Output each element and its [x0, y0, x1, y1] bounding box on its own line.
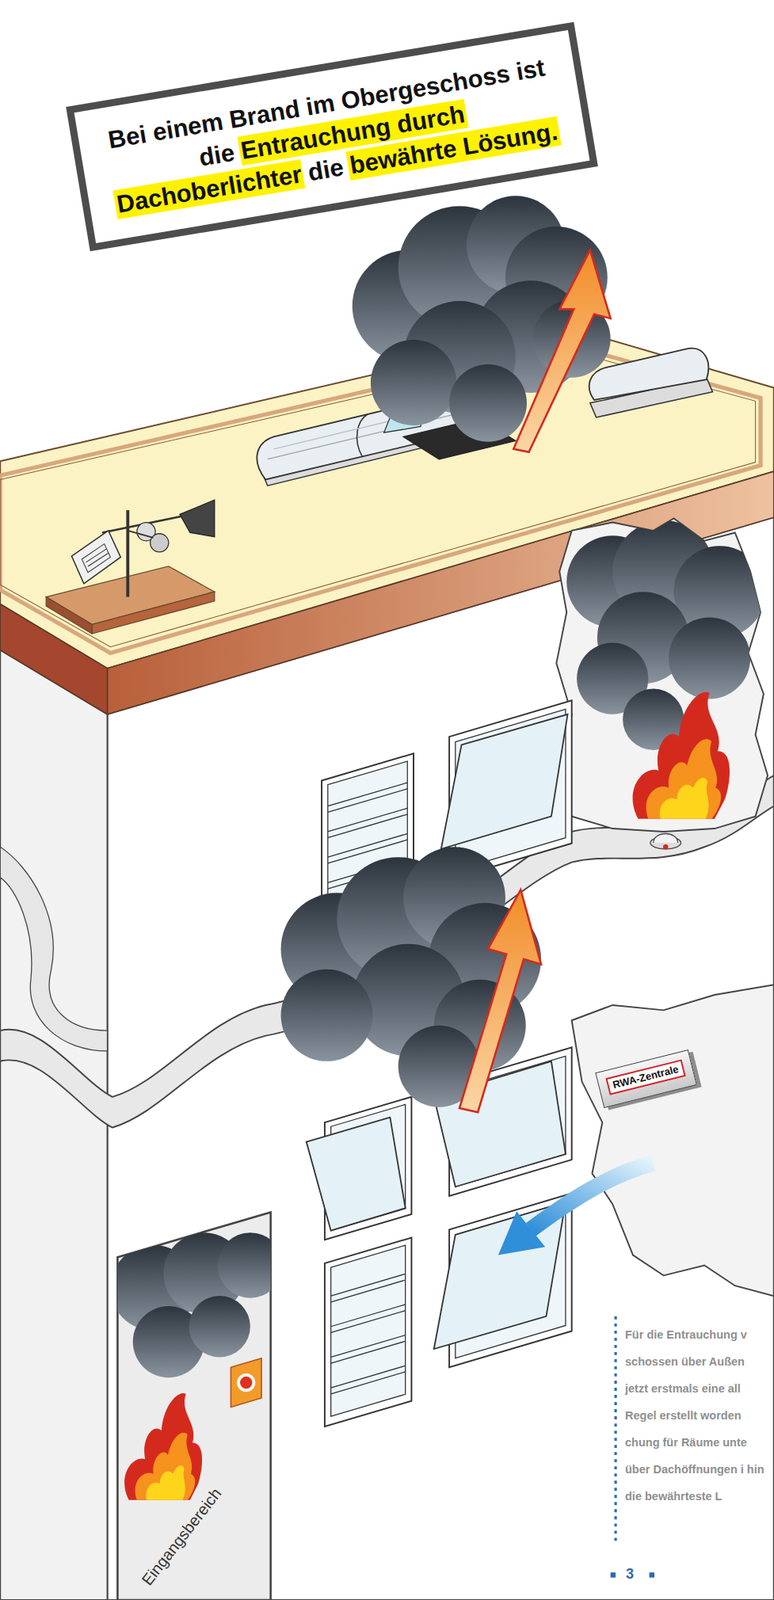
smoke-arrow	[459, 889, 542, 1113]
smoke-cloud	[281, 969, 374, 1062]
upper-room-cutaway	[668, 617, 751, 699]
entrance-cutaway	[110, 1212, 283, 1600]
smoke-arrow	[513, 250, 611, 453]
text-rule	[613, 1316, 617, 1544]
louvre-window	[331, 1365, 406, 1388]
entrance-cutaway	[217, 1232, 283, 1298]
wind-sensor	[179, 499, 215, 537]
wind-sensor	[85, 549, 107, 563]
air-inflow-arrow	[498, 1211, 546, 1255]
louvre-window	[327, 834, 408, 858]
fire-alarm-button	[230, 1358, 262, 1408]
louvre-window	[321, 753, 414, 1427]
lower-room-cutaway	[571, 984, 774, 1297]
louvre-window	[331, 1273, 406, 1297]
smoke-detector	[653, 834, 679, 844]
wind-sensor	[87, 552, 109, 567]
lower-room-cutaway	[571, 984, 774, 1297]
louvre-window	[327, 808, 408, 832]
wind-sensor	[91, 591, 215, 634]
smoke-arrow	[459, 889, 542, 1113]
text-rule	[614, 1316, 616, 1544]
louvre-window	[331, 1372, 406, 1395]
roof-slab	[0, 328, 774, 715]
page-number: 3	[625, 1566, 634, 1584]
smoke-detector	[663, 844, 668, 850]
louvre-window	[327, 814, 408, 839]
upper-room-cutaway	[566, 520, 766, 751]
building-wall	[0, 846, 107, 1052]
louvre-window	[331, 1311, 406, 1334]
window	[306, 1117, 406, 1232]
skylight	[256, 348, 713, 486]
louvre-window	[331, 1304, 406, 1327]
louvre-window	[331, 1341, 406, 1364]
wind-sensor	[81, 544, 111, 573]
page-number-mark	[649, 1572, 655, 1578]
smoke-cloud	[449, 364, 527, 443]
skylight	[589, 348, 710, 401]
louvre-window	[327, 782, 408, 807]
building-wall	[0, 650, 107, 1600]
air-inflow-arrow	[530, 1163, 654, 1231]
body-text: Für die Entrauchung v schossen über Auße…	[625, 1321, 770, 1510]
smoke-cloud	[370, 339, 457, 426]
louvre-window	[324, 1238, 412, 1427]
entrance-cutaway	[124, 1393, 203, 1501]
air-inflow-arrow	[498, 1163, 654, 1256]
wind-sensor	[127, 530, 153, 538]
wind-sensor	[45, 597, 92, 634]
entrance-cutaway	[189, 1296, 251, 1358]
box-text: Bei einem Brand im Obergeschoss ist die …	[99, 50, 565, 222]
upper-room-cutaway	[556, 518, 768, 832]
louvre-window	[331, 1245, 406, 1417]
fire-alarm-button	[230, 1358, 262, 1408]
window	[441, 714, 569, 850]
wind-sensor	[71, 530, 121, 584]
fire-alarm-button	[236, 1373, 256, 1392]
smoke-arrow	[513, 250, 611, 453]
louvre-window	[331, 1280, 406, 1303]
entrance-cutaway	[110, 1232, 283, 1378]
louvre-window	[327, 789, 408, 813]
smoke-detector	[650, 834, 682, 851]
wind-sensor	[150, 533, 169, 553]
louvre-window	[331, 1335, 406, 1358]
skylight	[357, 414, 368, 458]
fire-alarm-button	[240, 1376, 252, 1389]
upper-room-cutaway	[556, 518, 768, 832]
page-number-mark	[610, 1572, 616, 1578]
wind-sensor	[125, 510, 130, 598]
wind-sensor	[45, 499, 215, 634]
upper-room-cutaway	[632, 692, 730, 820]
